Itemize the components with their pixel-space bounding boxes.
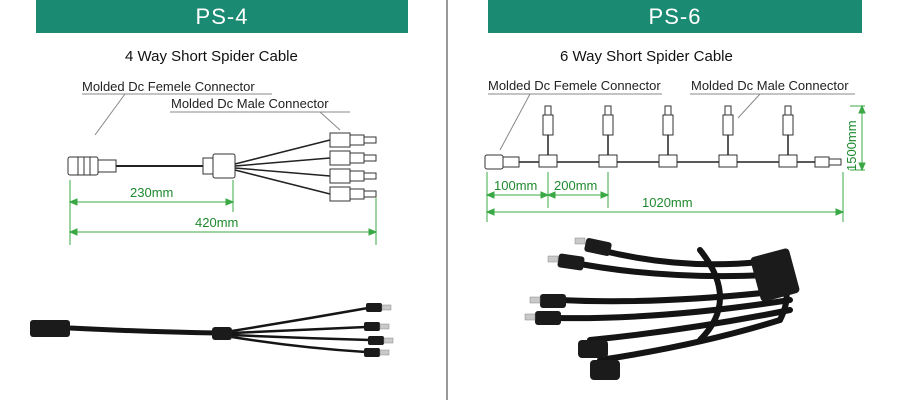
panel-divider [446,0,448,400]
ps6-schematic: Molded Dc Femele Connector Molded Dc Mal… [484,78,866,222]
ps4-male-connectors [329,132,377,202]
ps4-female-connector [67,156,117,176]
ps6-male-connectors [542,105,842,168]
ps6-dimensions [485,104,866,222]
ps4-schematic: Molded Dc Femele Connector Molded Dc Mal… [67,79,378,245]
ps6-male-label: Molded Dc Male Connector [691,78,849,93]
ps6-title: 6 Way Short Spider Cable [560,48,733,65]
ps6-dim-100: 100mm [494,178,537,193]
ps4-product-photo [30,303,394,357]
ps4-banner: PS-4 [36,0,408,33]
ps6-product-photo [524,237,800,380]
ps4-female-label: Molded Dc Femele Connector [82,79,255,94]
ps6-junctions [538,154,798,168]
ps4-branches [234,139,331,195]
ps6-dim-1020: 1020mm [642,195,693,210]
ps6-drops [547,135,789,155]
ps6-female-label: Molded Dc Femele Connector [488,78,661,93]
ps4-dimensions [68,180,378,245]
ps6-female-connector [484,154,520,170]
ps4-title: 4 Way Short Spider Cable [125,48,298,65]
ps4-splitter [202,153,236,179]
ps4-male-label: Molded Dc Male Connector [171,96,329,111]
ps6-dim-1500: 1500mm [844,120,859,171]
ps4-dim-420: 420mm [195,215,238,230]
ps6-banner: PS-6 [488,0,862,33]
ps4-dim-230: 230mm [130,185,173,200]
ps6-dim-200: 200mm [554,178,597,193]
